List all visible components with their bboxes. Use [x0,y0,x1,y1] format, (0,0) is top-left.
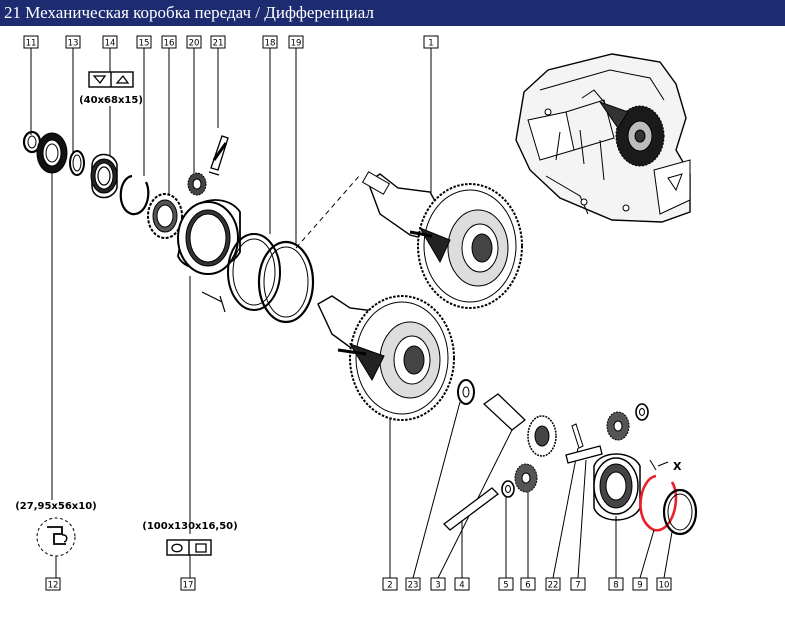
label-22: 22 [545,577,561,591]
top-leaders [30,48,432,245]
svg-text:6: 6 [525,581,530,591]
part-7-shaft [565,445,603,579]
label-12: 12 [45,577,61,591]
svg-text:16: 16 [164,39,175,49]
part-14-bearing [90,153,118,199]
svg-text:13: 13 [68,39,79,49]
part-20-pinion [187,172,207,196]
label-14: 14 [102,35,118,49]
arrow-mark [201,291,226,313]
part-2-differential-assembly [317,295,455,578]
svg-text:17: 17 [183,581,194,591]
part-23-washer [412,379,475,579]
svg-text:X: X [673,460,682,473]
part-9-circlip [639,474,678,579]
svg-text:2: 2 [387,581,392,591]
label-16: 16 [161,35,177,49]
dimension-14: (40x68x15) [79,95,143,106]
svg-text:18: 18 [265,39,276,49]
part-3-side-gear [437,393,557,579]
label-10: 10 [656,577,672,591]
svg-text:22: 22 [548,581,559,591]
dimension-12: (27,95x56x10) [15,501,97,512]
gearbox-illustration [515,53,691,223]
exploded-diagram: 11 13 14 15 16 20 21 18 19 1 [0,26,785,642]
label-17: 17 [180,577,196,591]
svg-text:1: 1 [428,39,433,49]
svg-text:3: 3 [435,581,440,591]
label-11: 11 [23,35,39,49]
svg-text:21: 21 [213,39,224,49]
label-23: 23 [405,577,421,591]
part-4-pin [443,487,499,578]
svg-text:10: 10 [659,581,670,591]
part-12-seal [36,132,68,500]
part-21-shaft [208,135,229,176]
label-8: 8 [608,577,624,591]
svg-text:4: 4 [459,581,464,591]
svg-text:23: 23 [408,581,419,591]
label-2: 2 [382,577,398,591]
part-1-differential-assembly [361,171,523,309]
svg-text:20: 20 [189,39,200,49]
label-1: 1 [423,35,439,49]
part-15-circlip [119,174,150,216]
label-21: 21 [210,35,226,49]
svg-text:9: 9 [637,581,642,591]
svg-text:14: 14 [105,39,116,49]
svg-text:19: 19 [291,39,302,49]
part-10-ring [662,488,698,579]
x-mark: X [649,459,682,473]
part-6-pinion-gear [514,463,538,578]
window-title: 21 Механическая коробка передач / Диффер… [0,0,785,26]
part-5-washer [501,480,515,578]
label-20: 20 [186,35,202,49]
label-18: 18 [262,35,278,49]
seal-17-symbol: (100x130x16,50) [142,521,238,578]
svg-text:8: 8 [613,581,618,591]
label-6: 6 [520,577,536,591]
diagram-canvas: 11 13 14 15 16 20 21 18 19 1 [15,35,698,591]
part-18-shim [227,233,281,311]
svg-text:11: 11 [26,39,37,49]
label-7: 7 [570,577,586,591]
part-13-ring [69,150,85,176]
alignment-line [295,174,361,249]
planet-gear [606,411,630,441]
svg-text:15: 15 [139,39,150,49]
dimension-17: (100x130x16,50) [142,521,237,532]
label-4: 4 [454,577,470,591]
svg-text:5: 5 [503,581,508,591]
part-19-ring [257,240,315,324]
label-19: 19 [288,35,304,49]
label-13: 13 [65,35,81,49]
label-5: 5 [498,577,514,591]
label-3: 3 [430,577,446,591]
small-washer [635,403,649,421]
part-8-housing [593,453,641,578]
seal-12-symbol: (27,95x56x10) [15,501,97,578]
svg-text:12: 12 [48,581,59,591]
bearing-14-symbol: (40x68x15) [79,48,143,160]
label-15: 15 [136,35,152,49]
label-9: 9 [632,577,648,591]
svg-text:7: 7 [575,581,580,591]
part-17-large-seal [177,199,241,534]
part-16-gear [147,193,183,239]
part-22-pin [552,423,584,579]
